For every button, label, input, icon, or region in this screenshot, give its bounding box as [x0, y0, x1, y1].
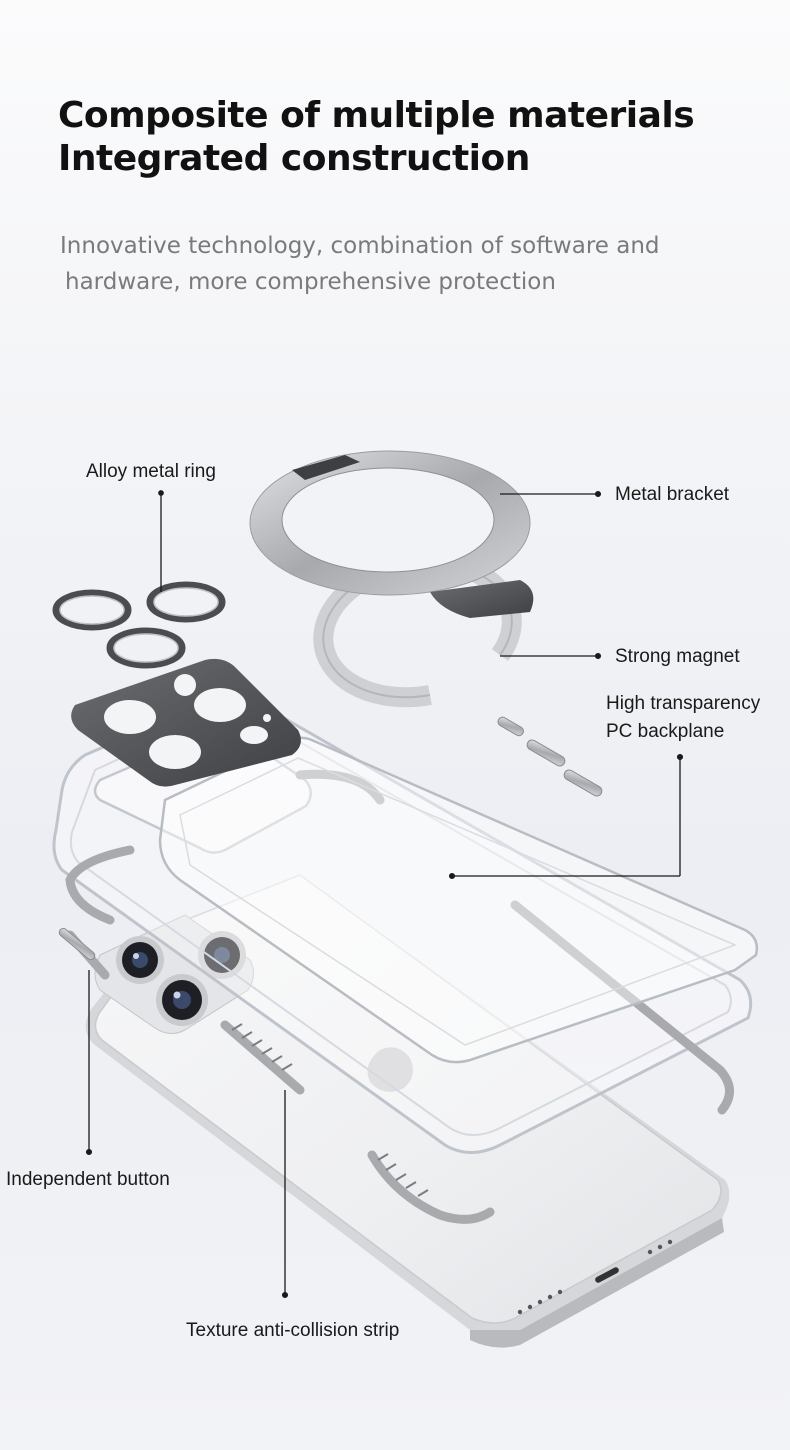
callout-alloy-metal-ring: Alloy metal ring [86, 461, 216, 482]
headline: Composite of multiple materials Integrat… [58, 94, 695, 180]
camera-lens-frame [71, 658, 301, 787]
strip-texture [231, 1023, 429, 1197]
callout-metal-bracket: Metal bracket [615, 484, 730, 505]
camera-lens-icon [116, 936, 164, 984]
bracket-stand-icon [430, 580, 534, 618]
independent-buttons [58, 716, 603, 961]
speaker-grille-icon [517, 1239, 673, 1315]
alloy-metal-rings [52, 581, 226, 669]
callout-independent-button: Independent button [6, 1169, 170, 1190]
subheadline: Innovative technology, combination of so… [60, 228, 740, 300]
headline-line-1: Composite of multiple materials [58, 95, 695, 136]
subheadline-line-2: hardware, more comprehensive protection [65, 269, 556, 295]
metal-bracket [249, 450, 534, 618]
callout-pc-backplane-line-2: PC backplane [606, 721, 725, 742]
camera-lens-icon [198, 931, 246, 979]
headline-line-2: Integrated construction [58, 138, 530, 179]
subheadline-line-1: Innovative technology, combination of so… [60, 233, 660, 259]
callout-pc-backplane-line-1: High transparency [606, 693, 761, 714]
callout-anti-collision-strip: Texture anti-collision strip [186, 1320, 400, 1341]
bracket-hinge-icon [292, 455, 360, 480]
leader-lines [85, 490, 684, 1299]
camera-lens-icon [156, 974, 208, 1026]
pc-backplane [158, 736, 759, 1064]
callout-strong-magnet: Strong magnet [615, 646, 740, 667]
brand-logo-icon [367, 1047, 413, 1092]
